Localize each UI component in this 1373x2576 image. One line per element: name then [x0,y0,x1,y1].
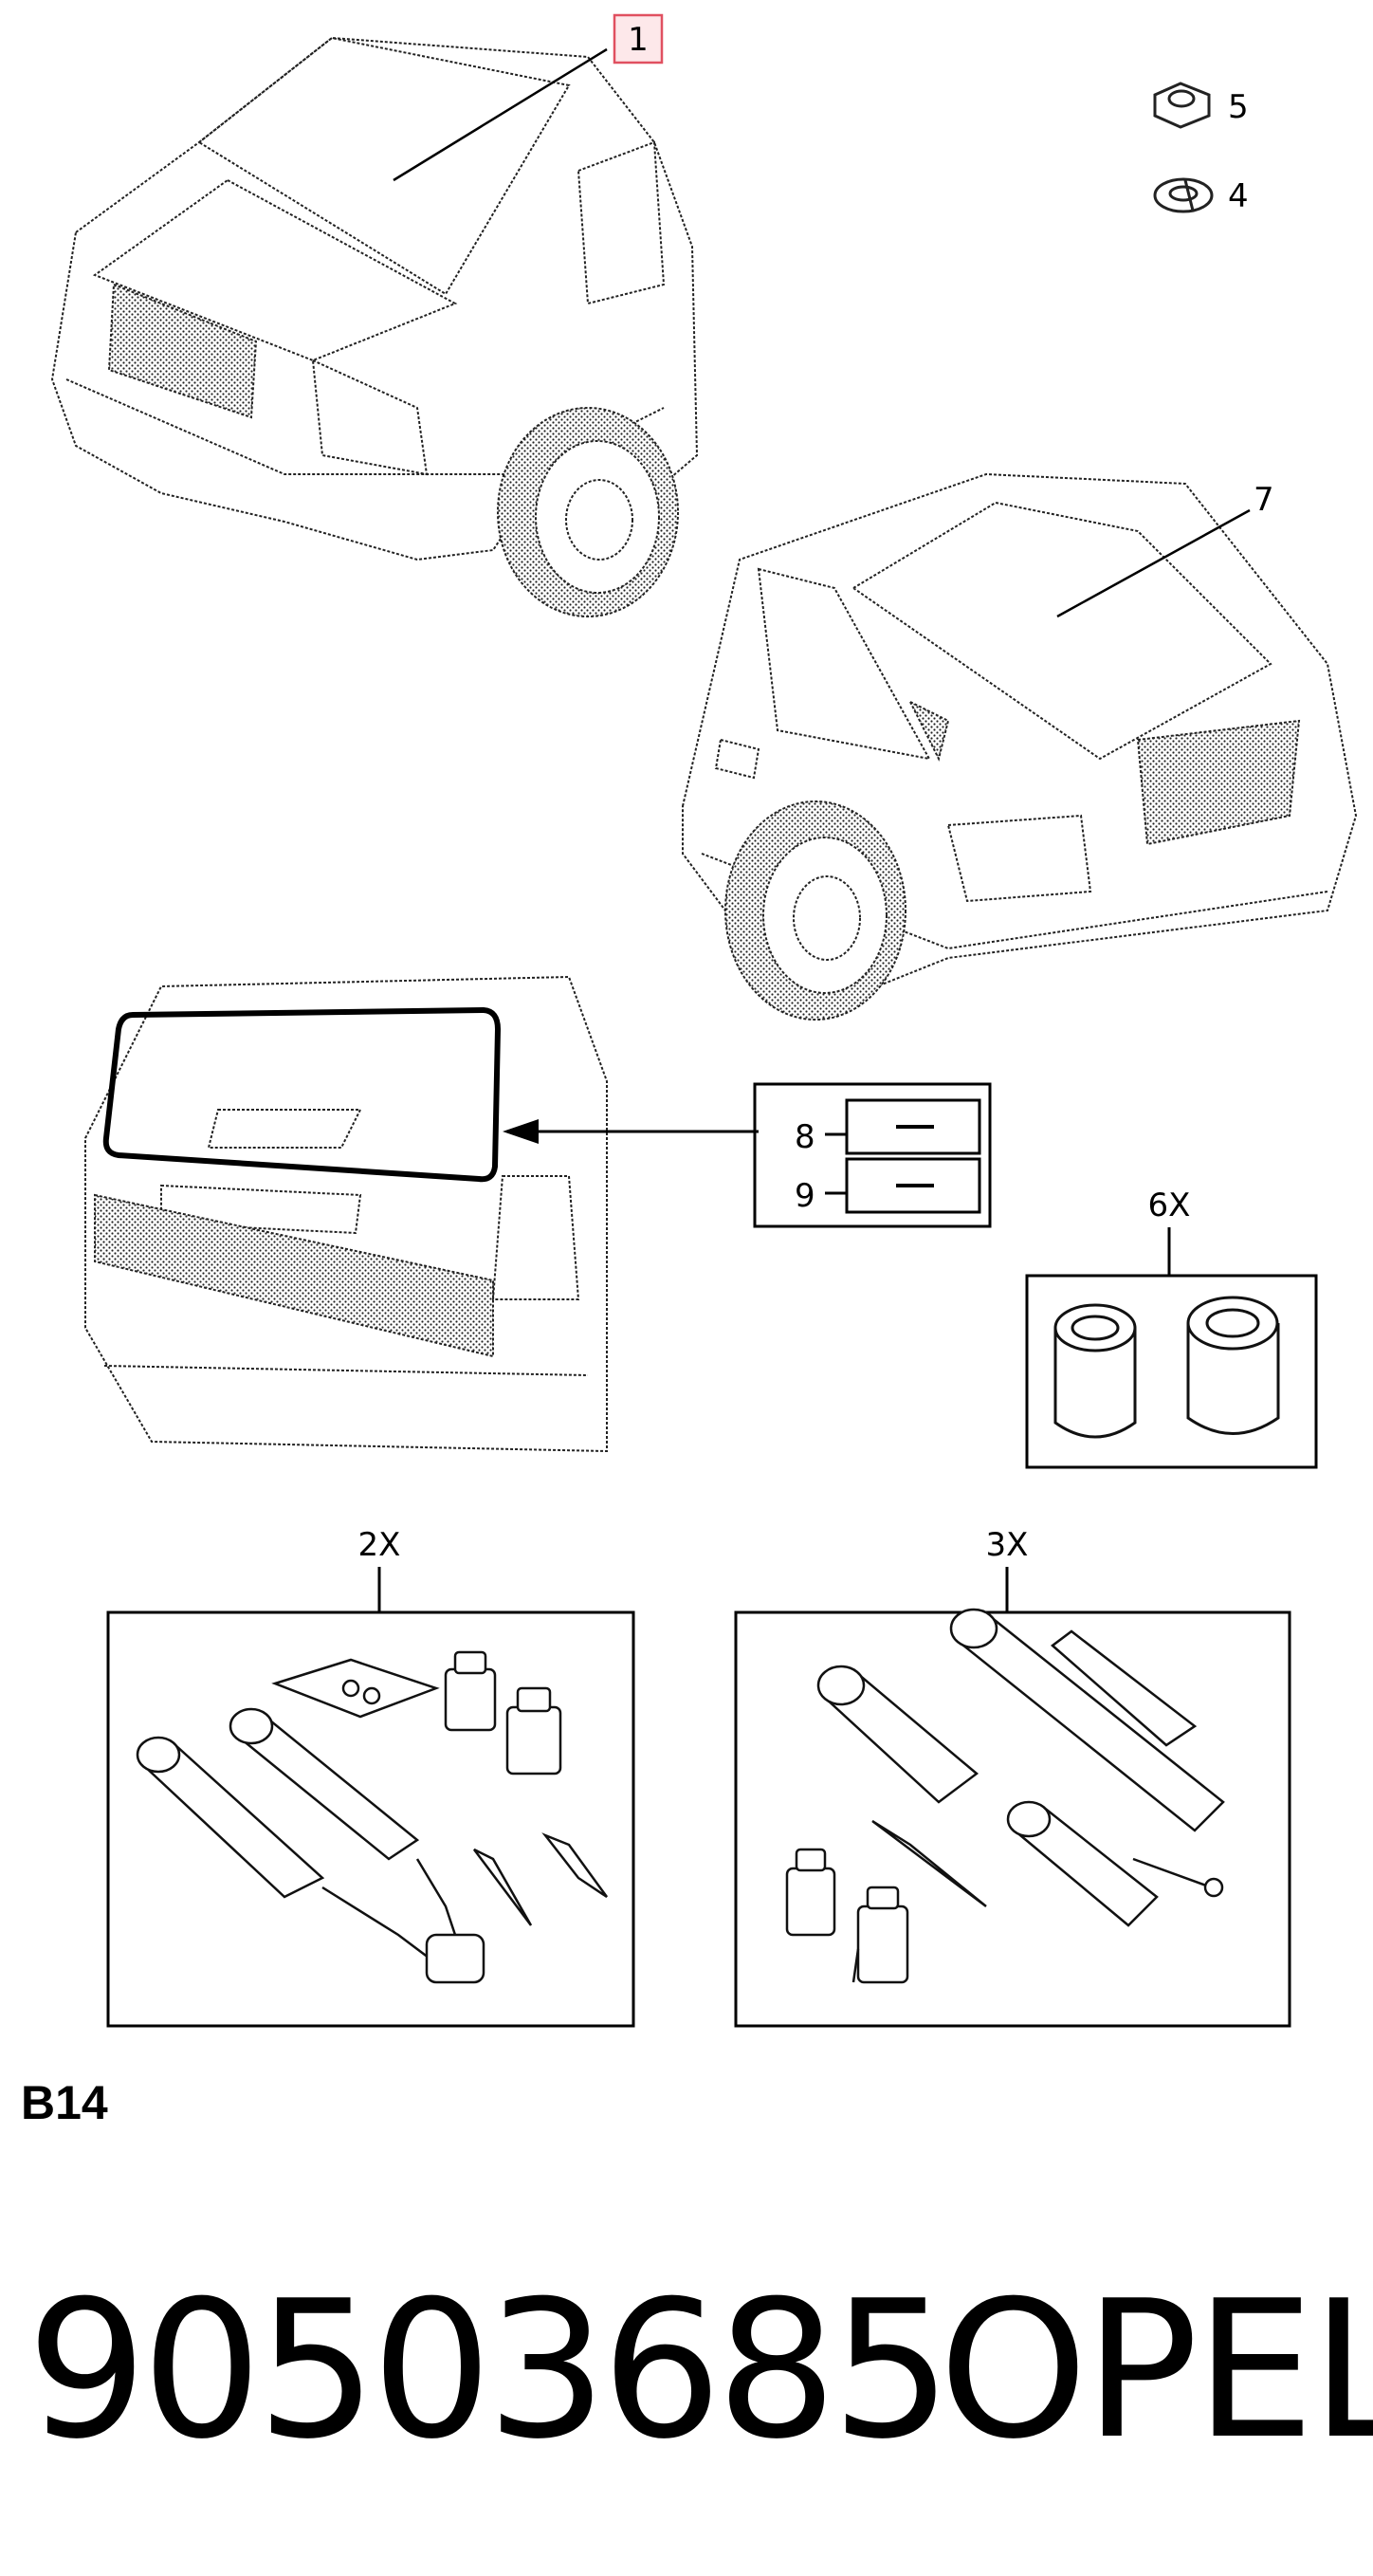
callout-7: 7 [1254,481,1274,519]
part-number: 90503685 [27,2260,952,2481]
section-code: B14 [21,2076,108,2129]
adhesive-kit-2x-icon [136,1650,609,1984]
callout-5: 5 [1228,88,1249,126]
brand-name: OPEL [939,2260,1373,2481]
spacer-icon-left [1053,1303,1137,1439]
adhesive-kit-3x-icon [785,1608,1225,1984]
callout-1-highlight [613,13,664,64]
callout-9: 9 [795,1177,815,1215]
leader-line-1 [393,47,608,182]
spacer-icon-right [1186,1296,1280,1435]
callout-6x: 6X [1148,1187,1191,1224]
adhesive-kit-box-3x [734,1567,1291,2028]
spacers-box [1025,1227,1318,1469]
callout-8: 8 [795,1118,815,1156]
callout-1: 1 [628,21,649,59]
leader-line-7 [1056,508,1251,618]
washer-icon [1153,177,1214,213]
callout-4: 4 [1228,177,1249,215]
callout-2x: 2X [358,1526,401,1564]
sedan-rear-view [50,36,699,617]
seal-parts-box [753,1082,992,1228]
callout-3x: 3X [986,1526,1029,1564]
seal-pointer-arrow [503,1119,759,1144]
nut-icon [1153,82,1211,129]
tailgate-glass-seal [102,1006,502,1183]
hatchback-rear-view [682,472,1358,1021]
estate-tailgate-view [84,975,608,1453]
adhesive-kit-box-2x [106,1567,635,2028]
